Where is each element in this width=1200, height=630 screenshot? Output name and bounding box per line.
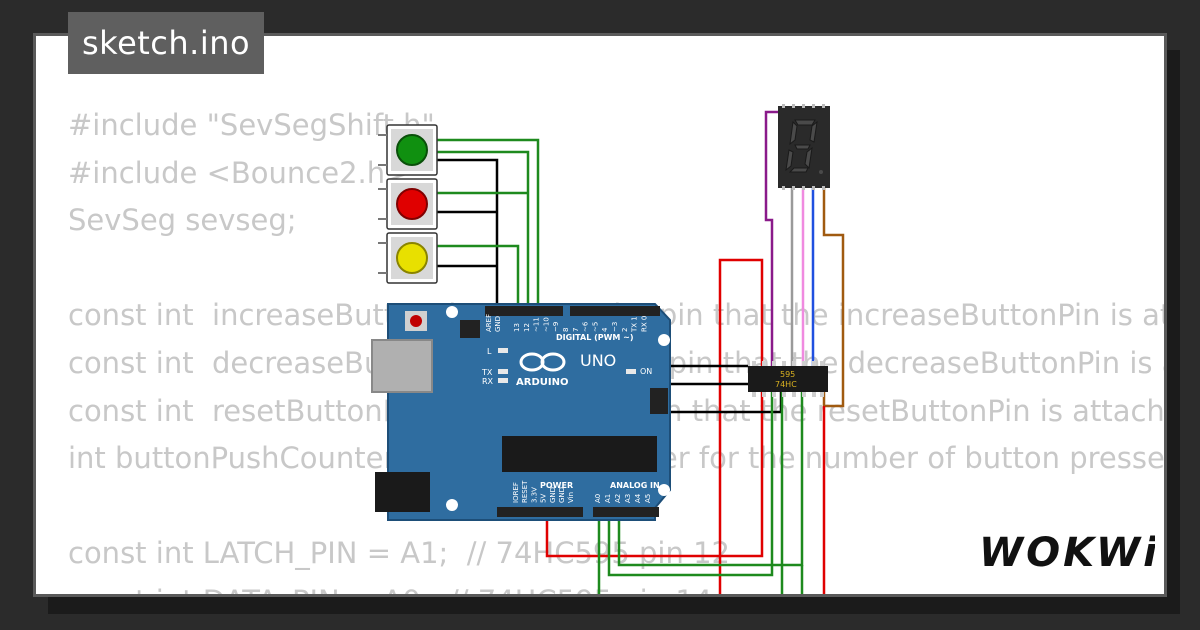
led-l-label: L: [487, 347, 492, 356]
led-tx-label: TX: [481, 368, 493, 377]
wire-green-increase-b: [437, 150, 530, 310]
aref-label: AREF: [485, 314, 493, 332]
wire-brown: [822, 182, 845, 408]
button-cap-yellow: [396, 242, 428, 274]
gnd-label: GND: [494, 316, 502, 332]
shift-register-74hc595[interactable]: 595 74HC: [748, 361, 828, 397]
pin-label: ~11: [533, 317, 541, 332]
code-line: #include <Bounce2.h>: [68, 155, 410, 190]
wire-green-decrease-b: [437, 244, 520, 310]
wire-purple: [764, 110, 780, 385]
pin-label: A3: [624, 494, 632, 503]
digital-header-right: [570, 306, 660, 316]
digital-header-label: DIGITAL (PWM ~): [556, 333, 634, 342]
pin-label: A4: [634, 493, 642, 503]
pushbutton-decrease[interactable]: [378, 178, 438, 230]
wire-green-increase-a: [437, 138, 540, 310]
pin-label: A2: [614, 494, 622, 503]
pin-label: 4: [601, 327, 609, 332]
pin-label: 12: [523, 323, 531, 332]
seven-segment-display[interactable]: [778, 104, 830, 190]
digital-header-left: [485, 306, 563, 316]
chip-label-74hc: 74HC: [775, 380, 797, 389]
pin-label: IOREF: [512, 482, 520, 503]
pushbutton-increase[interactable]: [378, 124, 438, 176]
usb-connector: [371, 339, 433, 393]
pin-label: 7: [572, 328, 580, 332]
pin-label: GND: [549, 487, 557, 503]
pin-label: ~9: [552, 322, 560, 332]
atmega-chip: [502, 436, 657, 472]
analog-header-label: ANALOG IN: [610, 481, 660, 490]
wire-red-vcc: [718, 258, 764, 594]
pin-label: TX 1: [631, 316, 639, 333]
power-header-label: POWER: [540, 481, 573, 490]
icsp-header-right: [650, 388, 668, 414]
pin-label: 8: [562, 328, 570, 332]
code-line: const int DATA_PIN = A0; // 74HC595 pin …: [68, 578, 1164, 594]
wire-red-5v: [545, 392, 764, 558]
pushbutton-reset[interactable]: [378, 232, 438, 284]
pin-label: ~3: [611, 322, 619, 332]
pin-label: 3.3V: [530, 487, 538, 503]
reset-button-cap: [410, 315, 422, 327]
led-rx-label: RX: [482, 377, 494, 386]
pin-label: 2: [621, 328, 629, 332]
power-header: [497, 507, 583, 517]
pin-label: Vin: [567, 492, 575, 503]
wokwi-logo: WOKWi: [979, 530, 1155, 576]
analog-header: [593, 507, 659, 517]
arduino-infinity-logo: [519, 352, 566, 372]
pin-label: ~10: [542, 317, 550, 332]
pin-label: GND: [558, 487, 566, 503]
pin-label: RESET: [521, 480, 529, 503]
code-line: SevSeg sevseg;: [68, 203, 297, 238]
pin-label: ~6: [582, 321, 590, 332]
button-cap-red: [396, 188, 428, 220]
power-jack: [375, 472, 430, 512]
pin-label: A1: [604, 494, 612, 503]
arduino-uno-board[interactable]: DIGITAL (PWM ~) UNO ARDUINO L TX RX ON P…: [371, 303, 671, 521]
wire-green-a1: [607, 392, 774, 577]
pin-label: A5: [644, 494, 652, 503]
wire-black-button1: [437, 158, 499, 310]
pin-label: RX 0: [640, 316, 648, 332]
wokwi-logo-text: WOKWi: [979, 530, 1155, 576]
wire-green-a2: [617, 392, 804, 567]
pin-label: ~5: [591, 322, 599, 332]
chip-label-595: 595: [780, 370, 795, 379]
button-cap-green: [396, 134, 428, 166]
wires: [437, 110, 845, 594]
pin-label: 13: [513, 323, 521, 332]
arduino-label: ARDUINO: [516, 377, 568, 388]
icsp-header-left: [460, 320, 480, 338]
led-on-label: ON: [640, 367, 652, 376]
uno-label: UNO: [580, 351, 616, 370]
pin-label: A0: [594, 494, 602, 503]
filename-tab[interactable]: sketch.ino: [68, 12, 265, 74]
pin-label: 5V: [540, 494, 548, 503]
code-line: const int LATCH_PIN = A1; // 74HC595 pin…: [68, 536, 730, 571]
